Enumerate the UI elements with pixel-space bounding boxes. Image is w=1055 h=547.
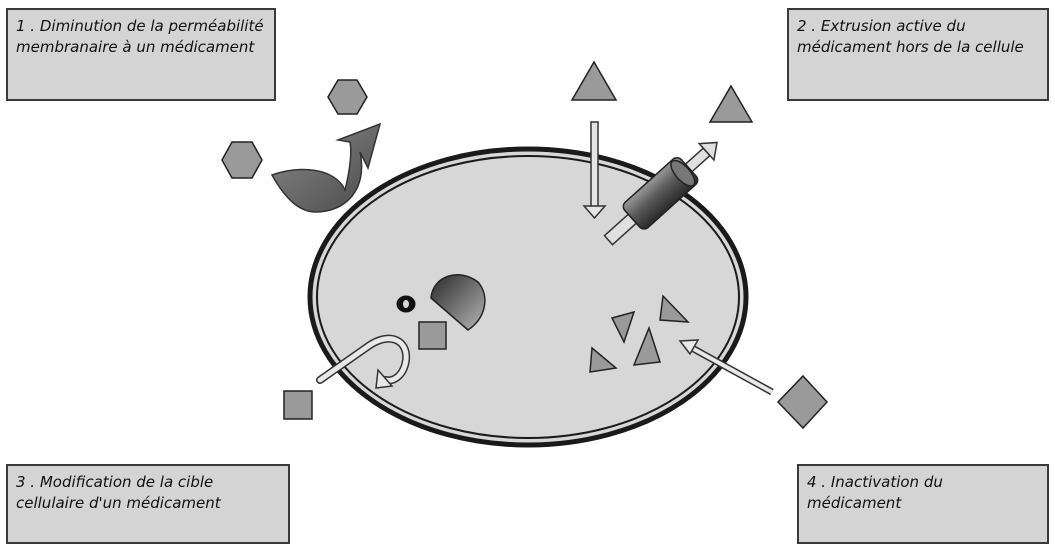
drug-hexagon-icon <box>222 142 262 178</box>
drug-triangle-icon <box>710 86 752 122</box>
drug-triangle-icon <box>572 62 616 100</box>
drug-square-icon <box>419 322 446 349</box>
drug-diamond-icon <box>778 376 827 428</box>
drug-square-icon <box>284 391 312 419</box>
drug-hexagon-icon <box>328 80 367 114</box>
